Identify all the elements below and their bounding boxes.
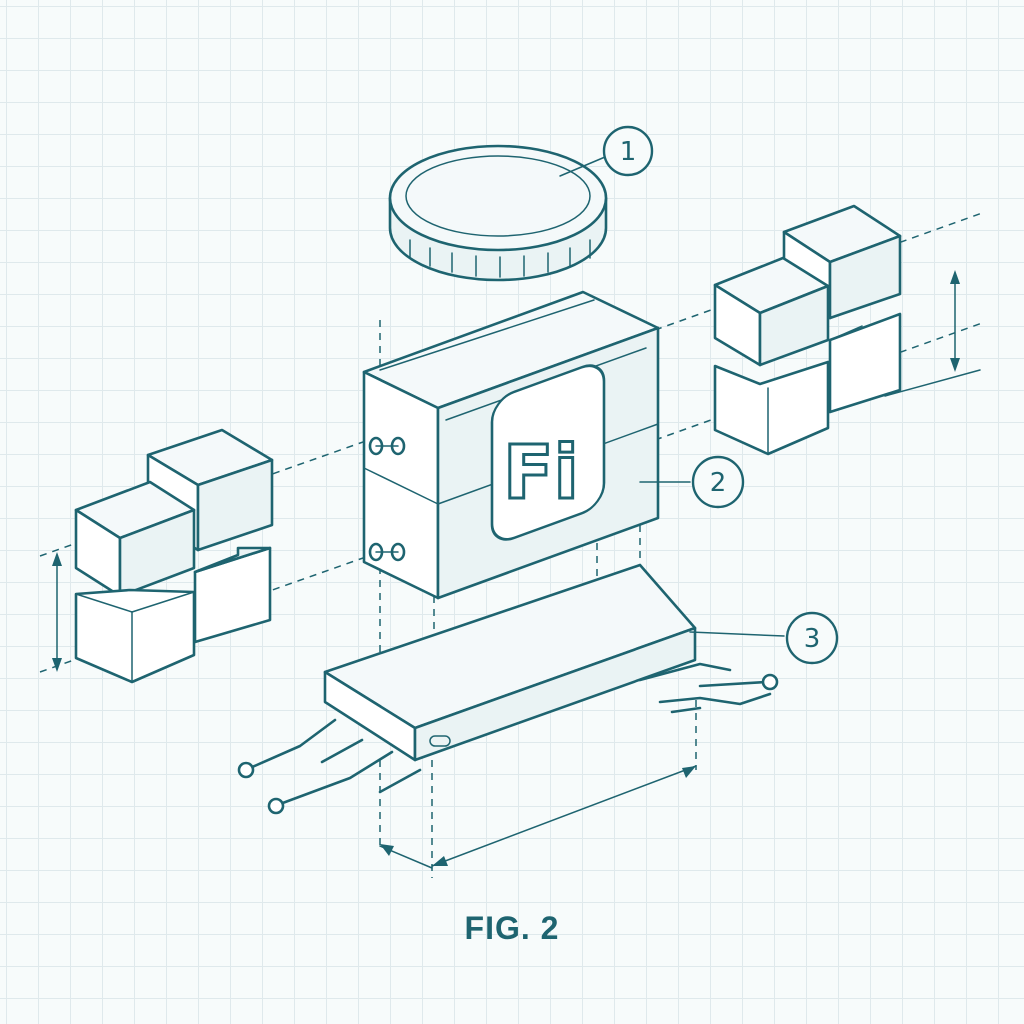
module-block: Fi: [362, 290, 660, 600]
logo-text: Fi: [503, 430, 579, 516]
left-cube-cluster: [52, 428, 274, 684]
disc-component: [388, 144, 608, 282]
callout-1: 1: [602, 125, 654, 177]
right-cube-cluster: [713, 204, 981, 456]
right-lead-pins: [638, 662, 779, 714]
callout-1-label: 1: [620, 137, 637, 167]
callout-leaders: [559, 156, 785, 637]
module-connector-pins: [368, 436, 406, 562]
fi-logo-badge: Fi: [490, 364, 606, 541]
left-lead-pins: [237, 718, 422, 815]
callout-3-label: 3: [804, 624, 821, 654]
base-plate: [237, 563, 779, 869]
callout-3: 3: [785, 611, 839, 665]
callout-2-label: 2: [710, 468, 727, 498]
callout-2: 2: [691, 455, 745, 509]
figure-caption: FIG. 2: [464, 910, 560, 946]
